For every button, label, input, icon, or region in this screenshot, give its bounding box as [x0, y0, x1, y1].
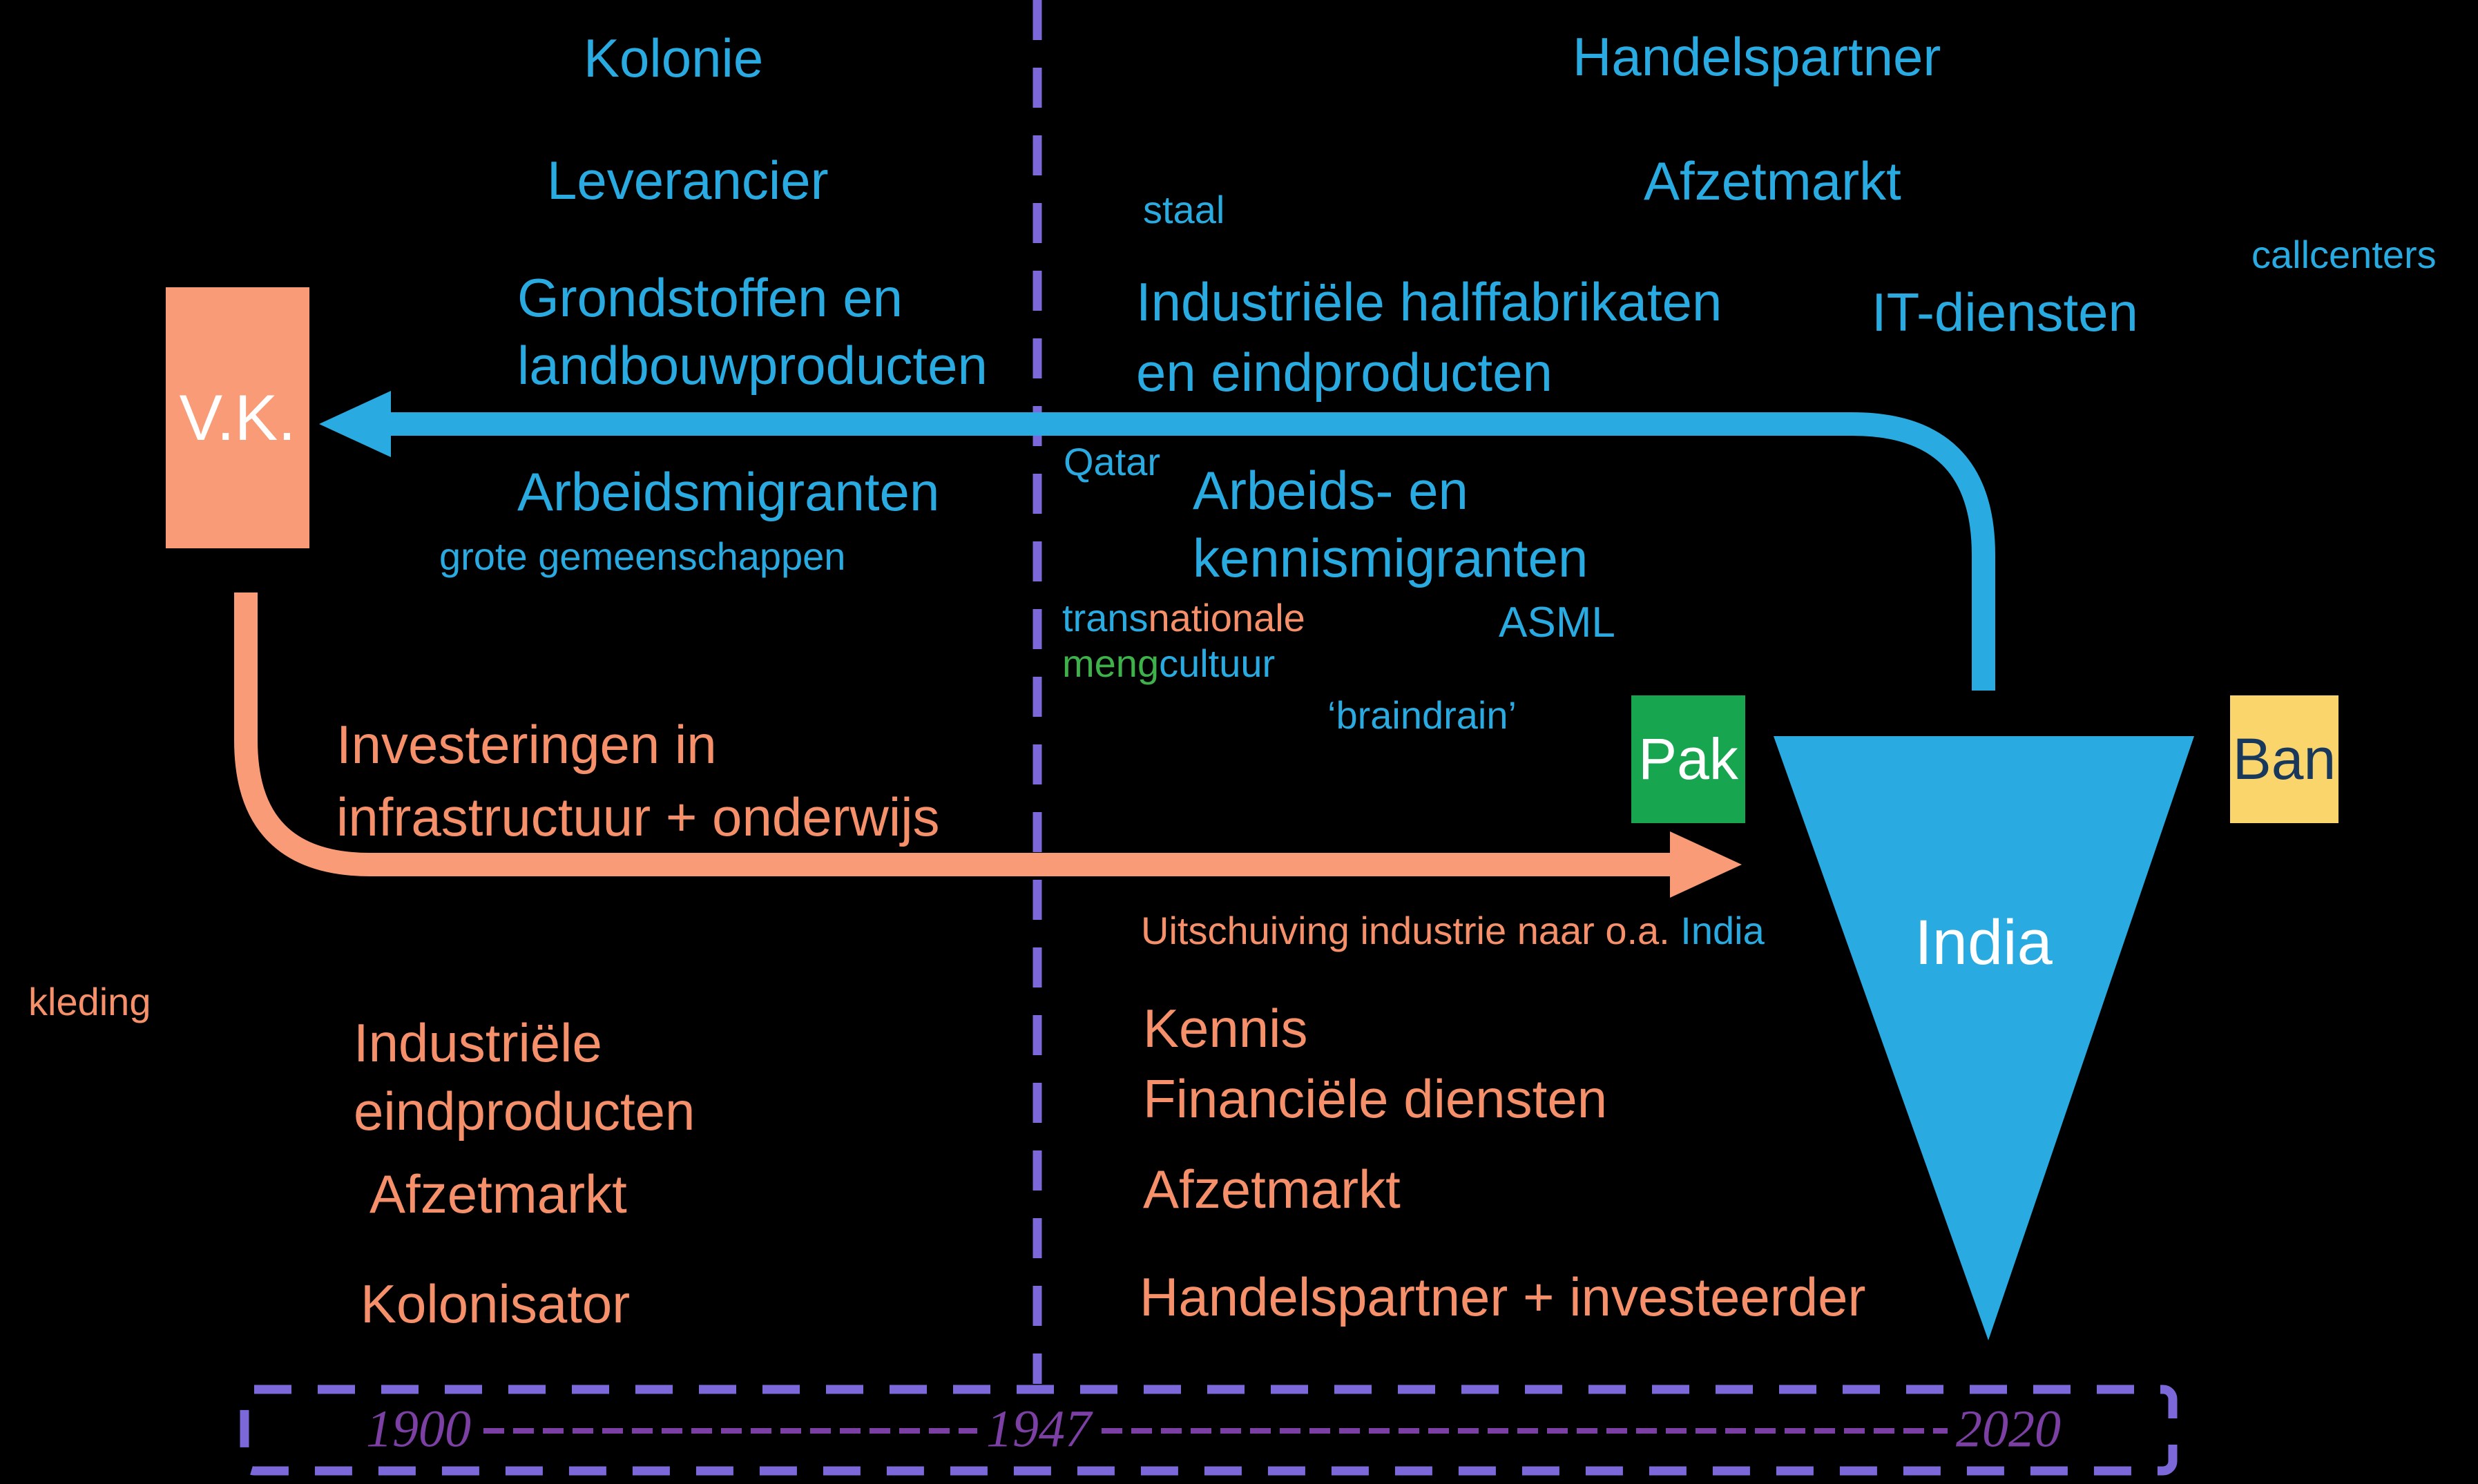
timeline-year-1900: 1900 — [366, 1400, 471, 1458]
label-uitschuiving-part2: India — [1680, 909, 1765, 952]
label-uitschuiving: Uitschuiving industrie naar o.a. India — [1141, 912, 1765, 950]
pakistan-node-label: Pak — [1638, 726, 1738, 791]
note-kleding: kleding — [28, 980, 151, 1023]
note-mengcultuur: mengcultuur — [1062, 644, 1275, 683]
orange-investment-arrow-head — [1670, 831, 1742, 898]
timeline-year-1947: 1947 — [986, 1400, 1091, 1458]
orange-investment-arrow-body — [234, 592, 1671, 876]
note-grote-gemeenschappen: grote gemeenschappen — [439, 534, 846, 578]
label-kennismigranten-line2: kennismigranten — [1193, 528, 1588, 588]
bangladesh-node-box: Ban — [2230, 695, 2338, 823]
note-transnationale-part2: nationale — [1148, 596, 1305, 639]
pakistan-node-box: Pak — [1631, 695, 1745, 823]
india-triangle — [1774, 736, 2194, 1340]
note-transnationale: transnationale — [1062, 599, 1305, 637]
label-grondstoffen-line1: Grondstoffen en — [517, 267, 903, 328]
label-afzetmarkt-top: Afzetmarkt — [1644, 151, 1901, 211]
label-afzetmarkt-left: Afzetmarkt — [369, 1164, 627, 1224]
header-kolonie: Kolonie — [584, 28, 764, 88]
bangladesh-node-label: Ban — [2232, 726, 2336, 791]
label-investeringen-line2: infrastructuur + onderwijs — [336, 787, 940, 847]
label-halffabrikaten-line2: en eindproducten — [1136, 342, 1553, 403]
label-it-diensten: IT-diensten — [1872, 282, 2138, 343]
label-financiele-diensten: Financiële diensten — [1143, 1068, 1608, 1129]
label-arbeidsmigranten: Arbeidsmigranten — [517, 461, 940, 522]
note-mengcultuur-part2: cultuur — [1159, 642, 1276, 685]
note-callcenters: callcenters — [2251, 233, 2437, 276]
label-eindproducten-line2: eindproducten — [354, 1081, 695, 1141]
uk-node-box: V.K. — [166, 287, 309, 548]
note-staal: staal — [1143, 188, 1225, 231]
label-kennis: Kennis — [1143, 998, 1308, 1059]
india-node-label: India — [1914, 907, 2053, 978]
blue-trade-arrow-body — [390, 412, 1995, 691]
label-halffabrikaten-line1: Industriële halffabrikaten — [1136, 271, 1722, 332]
note-mengcultuur-part1: meng — [1062, 642, 1160, 685]
label-leverancier: Leverancier — [547, 150, 829, 211]
header-handelspartner: Handelspartner — [1573, 26, 1941, 87]
label-uitschuiving-part1: Uitschuiving industrie naar o.a. — [1141, 909, 1681, 952]
blue-trade-arrow-head — [319, 391, 391, 457]
label-investeringen-line1: Investeringen in — [336, 714, 717, 775]
label-afzetmarkt-right: Afzetmarkt — [1143, 1159, 1401, 1220]
uk-node-label: V.K. — [179, 381, 296, 454]
label-grondstoffen-line2: landbouwproducten — [517, 335, 988, 396]
note-braindrain: ‘braindrain’ — [1327, 693, 1517, 737]
timeline-year-2020: 2020 — [1956, 1400, 2061, 1458]
note-transnationale-part1: trans — [1062, 596, 1149, 639]
label-kolonisator: Kolonisator — [361, 1273, 631, 1334]
label-eindproducten-line1: Industriële — [354, 1012, 602, 1073]
note-qatar: Qatar — [1064, 440, 1161, 483]
timeline-frame — [240, 1385, 2178, 1476]
label-handelspartner-investeerder: Handelspartner + investeerder — [1140, 1266, 1866, 1327]
note-asml: ASML — [1499, 599, 1615, 646]
label-kennismigranten-line1: Arbeids- en — [1193, 460, 1468, 521]
